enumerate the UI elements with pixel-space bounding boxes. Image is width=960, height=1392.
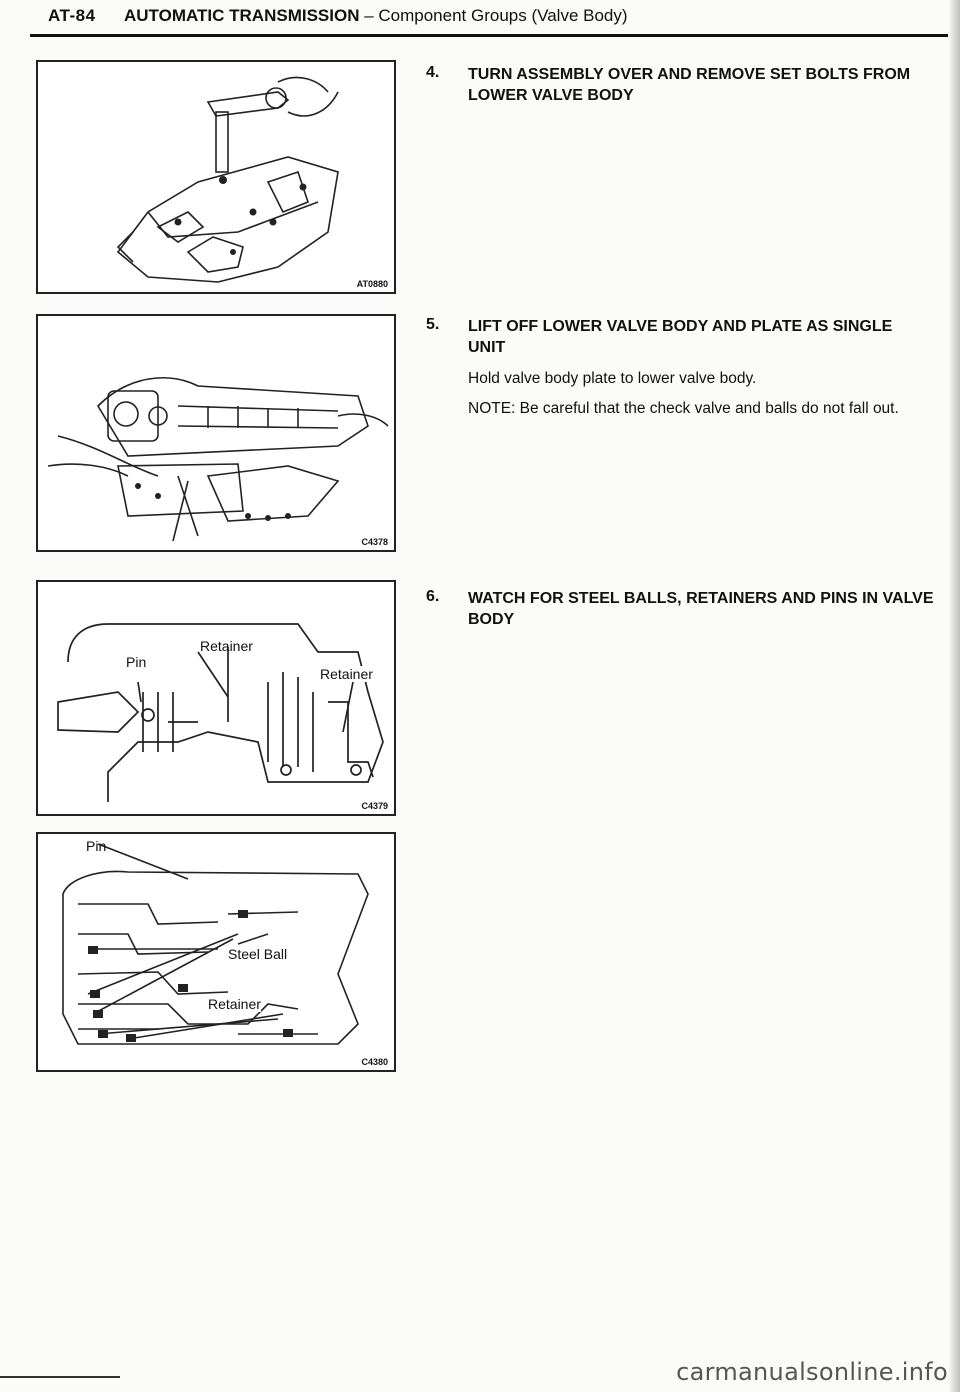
step-note: NOTE: Be careful that the check valve an… — [468, 400, 899, 417]
valve-body-pins-illustration — [57, 623, 384, 802]
figure-steel-balls: Pin Steel Ball Retainer C4380 — [36, 832, 396, 1072]
lifting-valve-body-illustration — [47, 377, 389, 542]
figure-pins-retainers: Pin Retainer Retainer C4379 — [36, 580, 396, 816]
label-retainer-left: Retainer — [200, 638, 253, 654]
label-pin: Pin — [86, 838, 107, 854]
watermark-brand: carmanualsonline.info — [676, 1358, 948, 1386]
page-header: AT-84 AUTOMATIC TRANSMISSION – Component… — [0, 0, 960, 40]
step-title: WATCH FOR STEEL BALLS, RETAINERS AND PIN… — [468, 590, 934, 628]
label-retainer: Retainer — [208, 996, 261, 1012]
valve-body-bolts-illustration — [116, 76, 339, 283]
label-retainer-right: Retainer — [320, 666, 373, 682]
step-title: LIFT OFF LOWER VALVE BODY AND PLATE AS S… — [468, 318, 893, 356]
scan-edge-shadow — [948, 0, 960, 1392]
title-section: AUTOMATIC TRANSMISSION — [124, 6, 360, 25]
step-number: 4. — [426, 64, 440, 81]
title-subsection: – Component Groups (Valve Body) — [359, 6, 628, 25]
figure-lift-valve-body: C4378 — [36, 314, 396, 552]
figure-code: C4378 — [361, 537, 388, 547]
step-number: 6. — [426, 588, 440, 605]
step-number: 5. — [426, 316, 440, 333]
page-title: AUTOMATIC TRANSMISSION – Component Group… — [124, 6, 628, 26]
step-instruction: Hold valve body plate to lower valve bod… — [468, 370, 757, 387]
step-title: TURN ASSEMBLY OVER AND REMOVE SET BOLTS … — [468, 66, 911, 104]
figure-code: C4379 — [361, 801, 388, 811]
label-pin: Pin — [126, 654, 147, 670]
valve-body-steel-balls-illustration — [62, 843, 369, 1045]
page-code: AT-84 — [48, 6, 96, 25]
header-rule — [30, 34, 948, 37]
figure-code: AT0880 — [356, 279, 388, 289]
label-steel-ball: Steel Ball — [228, 946, 288, 962]
figure-remove-bolts: AT0880 — [36, 60, 396, 294]
figure-code: C4380 — [361, 1057, 388, 1067]
bottom-rule — [0, 1376, 120, 1378]
